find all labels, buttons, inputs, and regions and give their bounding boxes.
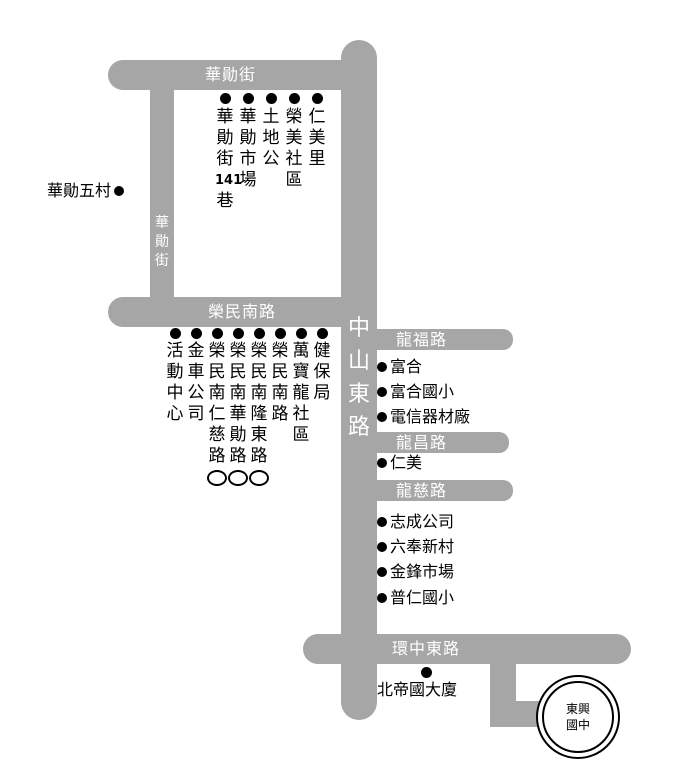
road-label-longci: 龍慈路 <box>396 481 448 500</box>
stop-dot <box>254 328 265 339</box>
stop-label-renmei-li: 仁美里 <box>308 107 326 169</box>
stop-label-rongmin-huaxun: 榮民南華勛路 <box>228 341 248 488</box>
road-zhongshan-e <box>341 40 377 720</box>
kou-mark <box>249 470 269 486</box>
stop-dot <box>275 328 286 339</box>
road-longchang <box>372 432 509 453</box>
stop-label-huaxun-market: 華勛市場 <box>239 107 257 190</box>
stop-label-wanbaolong: 萬寶龍社區 <box>292 341 310 445</box>
stop-label-tudigong: 土地公 <box>262 107 280 169</box>
road-rongmin-s <box>108 297 368 327</box>
stop-liufeng-village: 六奉新村 <box>377 537 454 557</box>
stop-jinfeng-market: 金鋒市場 <box>377 562 454 582</box>
stop-zhicheng-company: 志成公司 <box>377 512 454 532</box>
stop-label-nhi-bureau: 健保局 <box>313 341 331 403</box>
stop-dot <box>191 328 202 339</box>
stop-dot <box>296 328 307 339</box>
stop-label-jinche-company: 金車公司 <box>187 341 205 424</box>
stop-dot <box>212 328 223 339</box>
road-longci <box>372 480 513 501</box>
stop-dot <box>421 667 432 678</box>
road-label-huanzhong-e: 環中東路 <box>392 639 461 658</box>
stop-fuhe: 富合 <box>377 357 422 377</box>
stop-label-activity-center: 活動中心 <box>166 341 184 424</box>
kou-mark <box>228 470 248 486</box>
stop-dot <box>266 93 277 104</box>
road-label-huaxun-left: 華勛街 <box>155 215 169 269</box>
stop-label-kou <box>207 467 227 488</box>
road-label-huaxun-top: 華勛街 <box>205 65 257 84</box>
stop-dot <box>233 328 244 339</box>
stop-fuhe-elementary: 富合國小 <box>377 382 454 402</box>
stop-label-kou <box>249 467 269 488</box>
school-label: 東興 國中 <box>542 681 614 753</box>
school-marker: 東興 國中 <box>536 675 620 759</box>
stop-dot <box>317 328 328 339</box>
road-huanzhong-e <box>303 634 631 664</box>
road-longfu <box>372 329 513 350</box>
stop-label-rongmin-longdong: 榮民南隆東路 <box>249 341 269 488</box>
road-label-zhongshan-e: 中 山 東 路 <box>347 316 370 440</box>
kou-mark <box>207 470 227 486</box>
stop-dot <box>170 328 181 339</box>
stop-dot <box>220 93 231 104</box>
stop-telecom-factory: 電信器材廠 <box>377 407 470 427</box>
stop-huaxun-5th-village: 華勛五村 <box>47 181 125 201</box>
stop-dot <box>289 93 300 104</box>
stop-label-rongmin-renci: 榮民南仁慈路 <box>207 341 227 488</box>
stop-label-rongmei-community: 榮美社區 <box>285 107 303 190</box>
road-huaxun-st-left <box>150 78 174 314</box>
stop-dot <box>243 93 254 104</box>
road-label-longchang: 龍昌路 <box>396 433 448 452</box>
stop-puren-elementary: 普仁國小 <box>377 588 454 608</box>
road-label-longfu: 龍福路 <box>396 330 448 349</box>
stop-renmei: 仁美 <box>377 453 422 473</box>
road-label-rongmin-s: 榮民南路 <box>208 302 277 321</box>
stop-label-kou <box>228 467 248 488</box>
stop-label-beidi-building: 北帝國大廈 <box>377 680 458 699</box>
stop-dot <box>312 93 323 104</box>
stop-label-rongmin-s: 榮民南路 <box>271 341 289 424</box>
